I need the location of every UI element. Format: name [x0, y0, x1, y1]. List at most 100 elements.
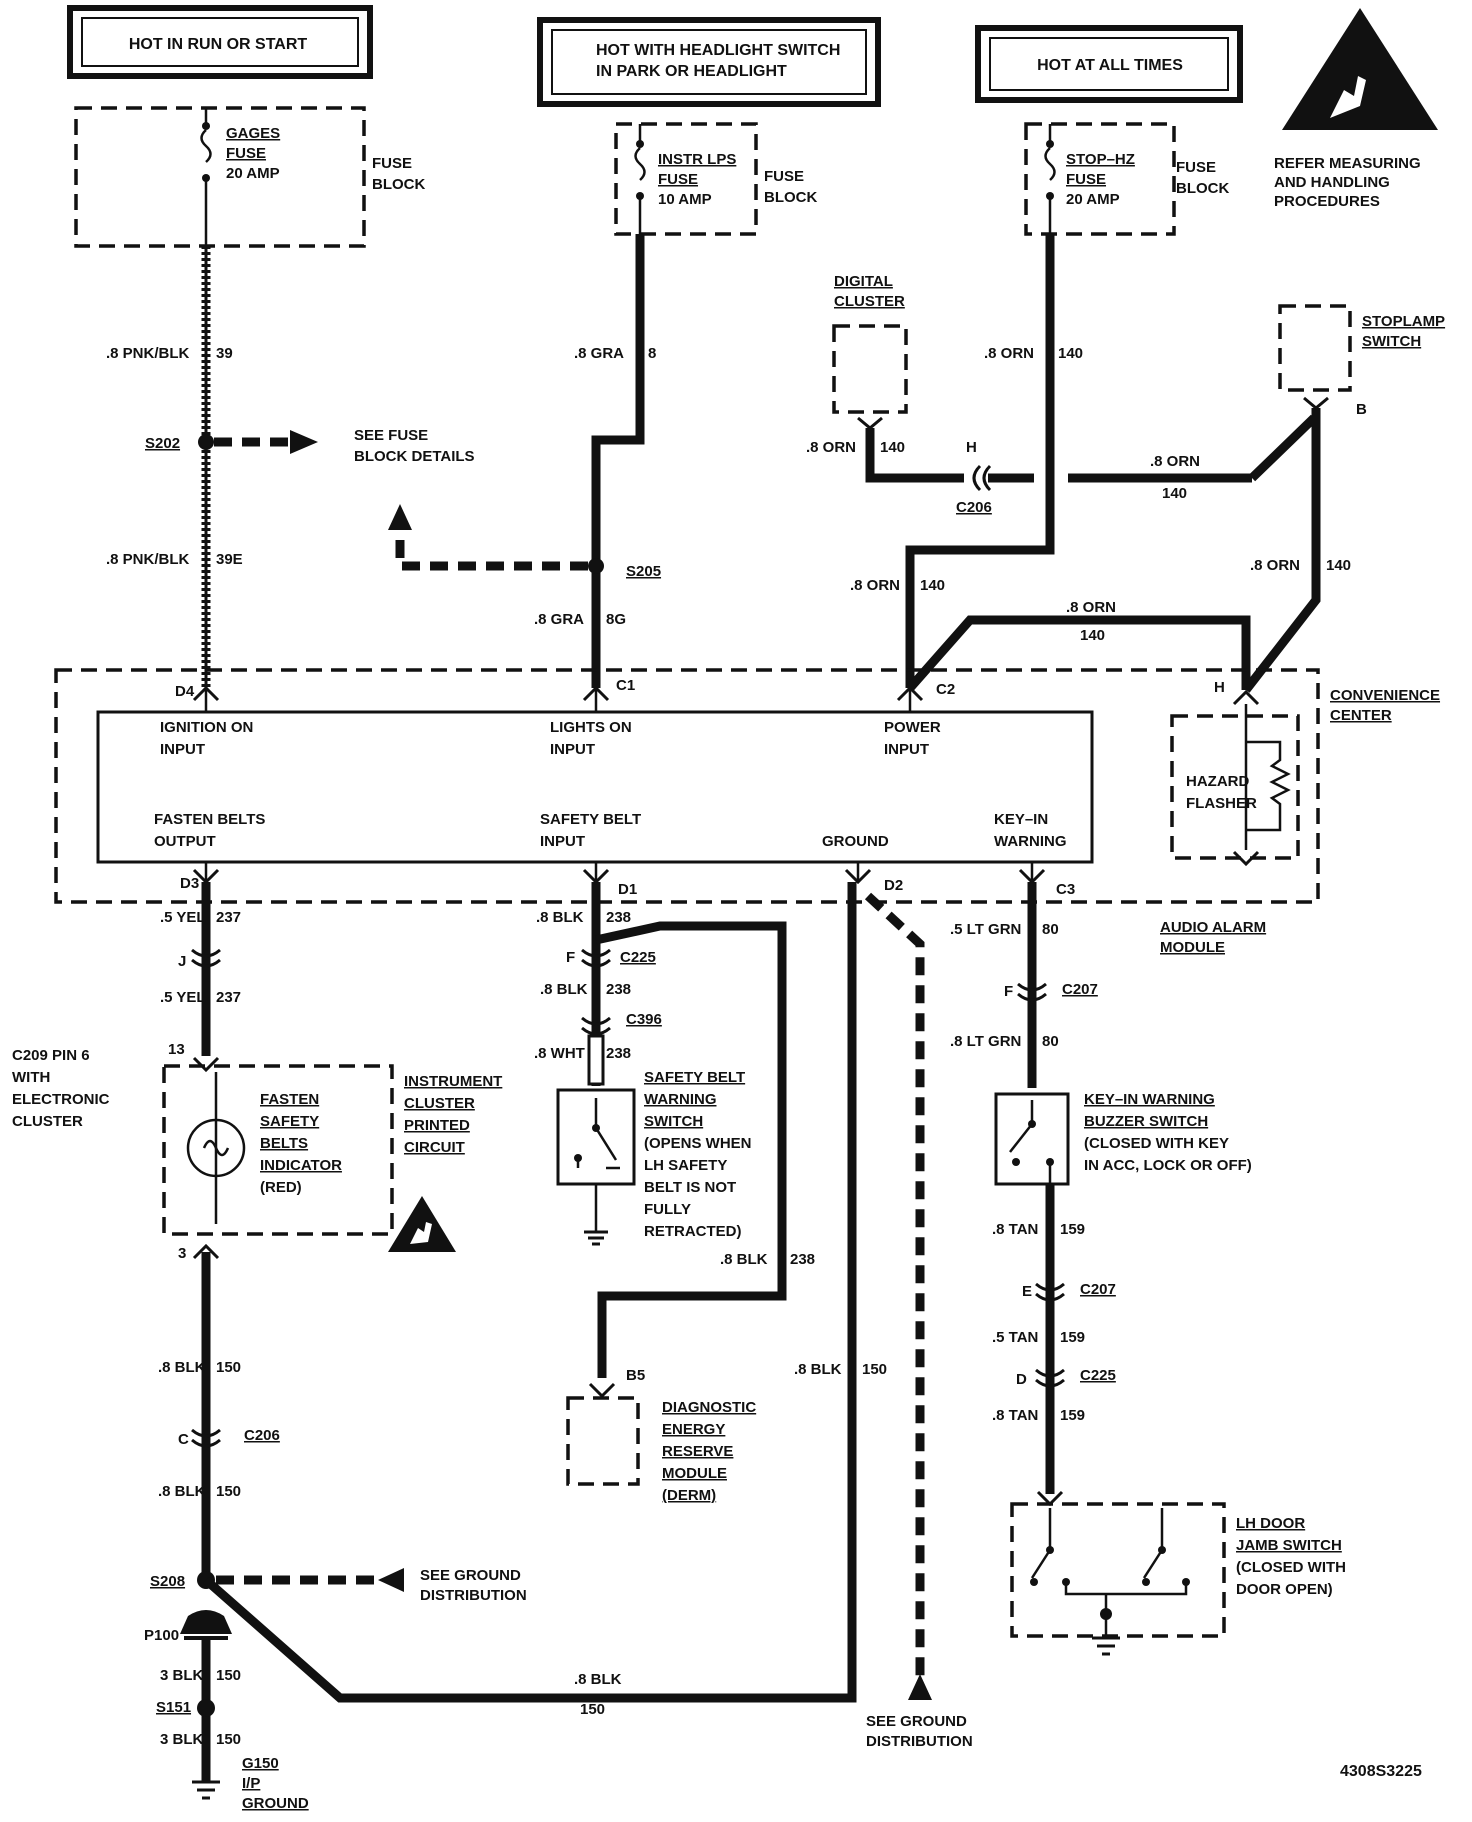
wire-label-blk-238-3: .8 BLK: [720, 1251, 768, 1268]
wire-label-orn-stop: .8 ORN: [1150, 453, 1200, 470]
connector-c207-icon: [1017, 982, 1047, 1002]
conn-c206b-label: C206: [244, 1427, 280, 1444]
splice-s151: [197, 1699, 215, 1717]
see-ground-4: DISTRIBUTION: [866, 1733, 973, 1750]
arrow-up-ground-icon: [908, 1674, 932, 1700]
hot-headlight-label-2: IN PARK OR HEADLIGHT: [596, 63, 787, 80]
wire-label-tan-8: .8 TAN: [992, 1221, 1038, 1238]
conn-b5-label: B5: [626, 1367, 645, 1384]
wire-circuit-159: 159: [1060, 1221, 1085, 1238]
digital-cluster-box: [832, 324, 908, 414]
wire-circuit-150-3: 150: [216, 1667, 241, 1684]
hazard-flasher-box: [1170, 714, 1300, 860]
wire-label-wht: .8 WHT: [534, 1045, 585, 1062]
wire-blk-238-derm: [595, 921, 787, 1378]
door-jamb-2: JAMB SWITCH: [1236, 1537, 1342, 1554]
io-fasten-1: FASTEN BELTS: [154, 811, 265, 828]
io-safety-1: SAFETY BELT: [540, 811, 641, 828]
indicator-label-2: SAFETY: [260, 1113, 319, 1130]
g150-label-1: G150: [242, 1755, 279, 1772]
wire-label-blk-238: .8 BLK: [536, 909, 584, 926]
keyin-switch-1: KEY–IN WARNING: [1084, 1091, 1215, 1108]
esd-warning-icon: [1282, 8, 1438, 130]
key-in-switch-icon: [994, 1092, 1070, 1186]
wire-orn-140-cluster: [865, 428, 964, 483]
convenience-label-1: CONVENIENCE: [1330, 687, 1440, 704]
wire-label-tan-5: .5 TAN: [992, 1329, 1038, 1346]
stophz-fuse-label: STOP–HZ: [1066, 151, 1135, 168]
stoplamp-label-2: SWITCH: [1362, 333, 1421, 350]
derm-label-3: RESERVE: [662, 1443, 733, 1460]
io-safety-2: INPUT: [540, 833, 585, 850]
io-ground: GROUND: [822, 833, 889, 850]
wire-label-blk-150-2: .8 BLK: [158, 1483, 206, 1500]
conn-c225b-label: C225: [1080, 1367, 1116, 1384]
belt-switch-5: LH SAFETY: [644, 1157, 727, 1174]
instr-fuse-rating: 10 AMP: [658, 191, 712, 208]
door-jamb-3: (CLOSED WITH: [1236, 1559, 1346, 1576]
conn-h-label: H: [966, 439, 977, 456]
wire-label-blk-ground: .8 BLK: [574, 1671, 622, 1688]
wire-label-blk-150: .8 BLK: [158, 1359, 206, 1376]
conn-c1-label: C1: [616, 677, 635, 694]
connector-c206-icon: [972, 464, 992, 492]
indicator-label-5: (RED): [260, 1179, 302, 1196]
wire-circuit-80-2: 80: [1042, 1033, 1059, 1050]
see-ground-2: DISTRIBUTION: [420, 1587, 527, 1604]
belt-switch-4: (OPENS WHEN: [644, 1135, 752, 1152]
wire-circuit-159-3: 159: [1060, 1407, 1085, 1424]
wire-label-3blk-2: 3 BLK: [160, 1731, 204, 1748]
g150-label-2: I/P: [242, 1775, 260, 1792]
convenience-label-2: CENTER: [1330, 707, 1392, 724]
indicator-label-1: FASTEN: [260, 1091, 319, 1108]
wire-circuit-238-2: 238: [606, 981, 631, 998]
audio-alarm-label-2: MODULE: [1160, 939, 1225, 956]
pin-13-label: 13: [168, 1041, 185, 1058]
see-fuse-block-2: BLOCK DETAILS: [354, 448, 475, 465]
wire-circuit-150: 150: [216, 1359, 241, 1376]
conn-b-label: B: [1356, 401, 1367, 418]
splice-s205: [588, 558, 604, 574]
belt-switch-2: WARNING: [644, 1091, 717, 1108]
connector-c206b-icon: [191, 1428, 221, 1448]
pin-3-label: 3: [178, 1245, 186, 1262]
wire-circuit-150-4: 150: [216, 1731, 241, 1748]
wire-label-yel-2: .5 YEL: [160, 989, 206, 1006]
indicator-label-4: INDICATOR: [260, 1157, 342, 1174]
c209-note-2: WITH: [12, 1069, 50, 1086]
instr-lps-fuse-block: INSTR LPS FUSE 10 AMP: [614, 122, 758, 236]
safety-belt-switch-icon: [556, 1088, 636, 1186]
wire-label-ltgrn-8: .8 LT GRN: [950, 1033, 1021, 1050]
esd-notice-line-3: PROCEDURES: [1274, 193, 1380, 210]
wire-label-blk-d2: .8 BLK: [794, 1361, 842, 1378]
io-lights-1: LIGHTS ON: [550, 719, 632, 736]
belt-switch-3: SWITCH: [644, 1113, 703, 1130]
conn-e-label: E: [1022, 1283, 1032, 1300]
see-ground-1: SEE GROUND: [420, 1567, 521, 1584]
wire-label-orn-hazard: .8 ORN: [1066, 599, 1116, 616]
hazard-label-2: FLASHER: [1186, 795, 1257, 812]
wire-label-yel: .5 YEL: [160, 909, 206, 926]
belt-switch-8: RETRACTED): [644, 1223, 742, 1240]
wire-orn-140-stoplamp: [1242, 408, 1321, 693]
fuse-block-label-1c: FUSE: [1176, 159, 1216, 176]
conn-c2-label: C2: [936, 681, 955, 698]
audio-alarm-label-1: AUDIO ALARM: [1160, 919, 1266, 936]
conn-c396-label: C396: [626, 1011, 662, 1028]
wire-label-orn-fuse: .8 ORN: [984, 345, 1034, 362]
splice-s151-label: S151: [156, 1699, 191, 1716]
fuse-block-label-2: BLOCK: [372, 176, 425, 193]
wire-circuit-140-fuse: 140: [1058, 345, 1083, 362]
esd-notice-line-2: AND HANDLING: [1274, 174, 1390, 191]
cluster-circuit-4: CIRCUIT: [404, 1139, 465, 1156]
wire-circuit-238-3: 238: [606, 1045, 631, 1062]
conn-f2-label: F: [1004, 983, 1013, 1000]
splice-s202: [198, 434, 214, 450]
wire-circuit-80: 80: [1042, 921, 1059, 938]
stophz-fuse-type: FUSE: [1066, 171, 1106, 188]
cluster-circuit-3: PRINTED: [404, 1117, 470, 1134]
wire-label-pnk-blk-2: .8 PNK/BLK: [106, 551, 190, 568]
io-ignition-1: IGNITION ON: [160, 719, 253, 736]
diagram-id: 4308S3225: [1340, 1763, 1422, 1780]
